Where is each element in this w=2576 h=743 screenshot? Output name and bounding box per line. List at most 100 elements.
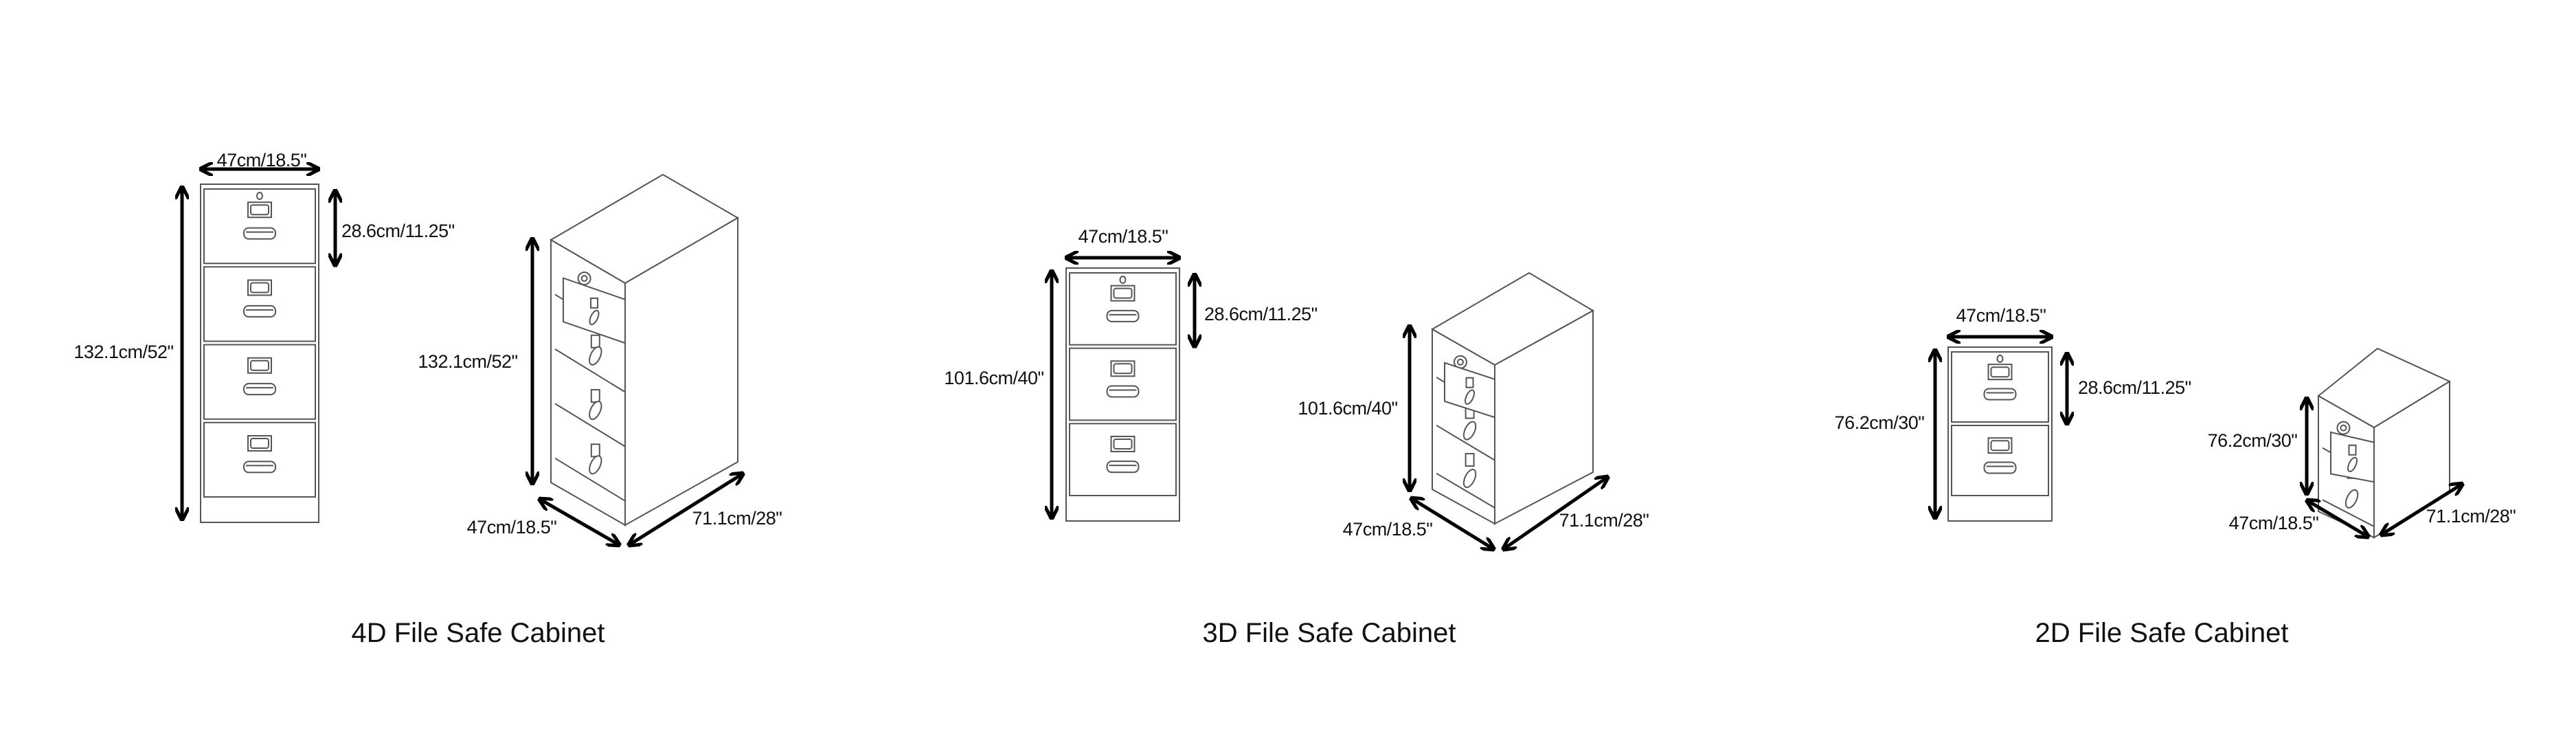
drawer-height-label: 28.6cm/11.25" bbox=[2078, 377, 2191, 398]
label-holder-icon bbox=[247, 357, 272, 374]
open-door-panel bbox=[1444, 362, 1495, 419]
label-holder-icon bbox=[1465, 377, 1474, 388]
drawer-divider bbox=[1436, 424, 1495, 461]
cabinet-3d-group: 47cm/18.5" 101.6cm/40" 28.6cm/11.25" 101… bbox=[944, 226, 1649, 648]
drawer-front bbox=[203, 421, 316, 498]
label-slot bbox=[1113, 287, 1133, 299]
drawer-handle-icon bbox=[1106, 461, 1140, 474]
drawer-handle-icon bbox=[589, 309, 600, 326]
dial-center bbox=[580, 275, 588, 282]
open-door-panel bbox=[563, 277, 626, 344]
front-height-label: 132.1cm/52" bbox=[74, 342, 173, 362]
label-slot bbox=[250, 204, 269, 216]
width-arrow bbox=[2308, 501, 2367, 536]
drawer bbox=[1951, 425, 2049, 496]
label-holder-icon bbox=[1987, 437, 2013, 454]
drawer-front bbox=[1951, 351, 2049, 423]
front-width-label: 47cm/18.5" bbox=[1956, 305, 2046, 326]
width-arrow bbox=[1412, 499, 1493, 548]
drawer-handle-icon bbox=[243, 383, 276, 396]
lock-icon bbox=[1119, 276, 1127, 284]
drawer-handle-icon bbox=[1462, 469, 1477, 489]
iso-height-label: 76.2cm/30" bbox=[2208, 430, 2298, 451]
iso-width-label: 47cm/18.5" bbox=[467, 517, 557, 537]
depth-arrow bbox=[1504, 478, 1607, 548]
label-slot bbox=[250, 282, 269, 293]
drawer-handle-icon bbox=[589, 455, 602, 475]
drawer-handle-icon bbox=[1465, 389, 1475, 405]
label-holder-icon bbox=[247, 201, 272, 219]
drawer-height-label: 28.6cm/11.25" bbox=[1204, 304, 1318, 324]
width-arrow bbox=[541, 500, 618, 544]
drawer bbox=[203, 188, 316, 265]
label-slot bbox=[250, 438, 269, 450]
cabinet-title: 3D File Safe Cabinet bbox=[1202, 618, 1456, 648]
label-holder-icon bbox=[1110, 360, 1136, 377]
drawer-handle-icon bbox=[243, 304, 276, 318]
label-holder-icon bbox=[2348, 444, 2357, 456]
drawer bbox=[1951, 351, 2049, 423]
depth-arrow bbox=[2382, 485, 2461, 534]
label-holder-icon bbox=[247, 435, 272, 452]
lock-icon bbox=[1996, 355, 2004, 363]
drawer-front bbox=[203, 266, 316, 342]
front-height-label: 101.6cm/40" bbox=[944, 368, 1043, 388]
depth-arrow bbox=[630, 474, 742, 544]
cabinet-4d-group: 47cm/18.5" 132.1cm/52" 28.6cm/11.25" 132… bbox=[74, 150, 782, 648]
dial-center bbox=[1456, 358, 1464, 366]
lock-icon bbox=[256, 192, 263, 200]
iso-height-label: 132.1cm/52" bbox=[418, 351, 517, 372]
label-holder-icon bbox=[590, 297, 598, 309]
front-view-drawing bbox=[1935, 337, 2067, 522]
drawer-handle-icon bbox=[1106, 385, 1140, 398]
drawer bbox=[1069, 347, 1177, 421]
combination-dial-icon bbox=[2336, 421, 2351, 435]
drawer-front bbox=[1951, 425, 2049, 496]
drawer bbox=[203, 344, 316, 420]
iso-depth-label: 71.1cm/28" bbox=[1559, 510, 1649, 531]
drawer bbox=[203, 266, 316, 342]
front-view-drawing bbox=[182, 169, 335, 523]
front-width-label: 47cm/18.5" bbox=[1078, 226, 1168, 247]
label-slot bbox=[1990, 366, 2010, 378]
drawer-handle-icon bbox=[1983, 388, 2017, 401]
label-slot bbox=[1990, 440, 2010, 452]
label-holder-icon bbox=[590, 389, 600, 403]
cabinet-title: 4D File Safe Cabinet bbox=[351, 618, 605, 648]
drawer-front bbox=[1069, 347, 1177, 421]
iso-depth-label: 71.1cm/28" bbox=[2426, 506, 2516, 526]
label-holder-icon bbox=[590, 334, 600, 348]
drawer-front bbox=[203, 188, 316, 265]
drawer bbox=[1069, 272, 1177, 346]
drawer-handle-icon bbox=[1106, 309, 1140, 322]
label-slot bbox=[250, 359, 269, 371]
front-view-drawing bbox=[1052, 258, 1195, 522]
drawer-handle-icon bbox=[589, 346, 602, 366]
isometric-view-drawing bbox=[532, 173, 742, 544]
iso-height-label: 101.6cm/40" bbox=[1298, 398, 1397, 419]
drawer bbox=[1069, 423, 1177, 496]
combination-dial-icon bbox=[577, 271, 591, 286]
label-holder-icon bbox=[1110, 435, 1136, 452]
drawer-handle-icon bbox=[1983, 461, 2017, 474]
drawer-divider bbox=[554, 403, 626, 447]
iso-width-label: 47cm/18.5" bbox=[2229, 513, 2319, 533]
drawer-front bbox=[1069, 423, 1177, 496]
drawer-front bbox=[1069, 272, 1177, 346]
front-height-label: 76.2cm/30" bbox=[1835, 412, 1925, 433]
isometric-view-drawing bbox=[2307, 347, 2461, 537]
label-holder-icon bbox=[1110, 285, 1136, 302]
drawer-handle-icon bbox=[243, 227, 276, 240]
label-slot bbox=[1113, 363, 1133, 375]
drawer-divider bbox=[554, 348, 626, 393]
open-door-panel bbox=[2330, 431, 2375, 483]
front-width-label: 47cm/18.5" bbox=[217, 150, 307, 170]
drawer-handle-icon bbox=[243, 461, 276, 474]
label-slot bbox=[1113, 438, 1133, 450]
label-holder-icon bbox=[247, 279, 272, 296]
label-holder-icon bbox=[1987, 364, 2013, 381]
iso-width-label: 47cm/18.5" bbox=[1343, 519, 1433, 540]
drawer-handle-icon bbox=[1462, 421, 1477, 441]
drawer-front bbox=[203, 344, 316, 420]
